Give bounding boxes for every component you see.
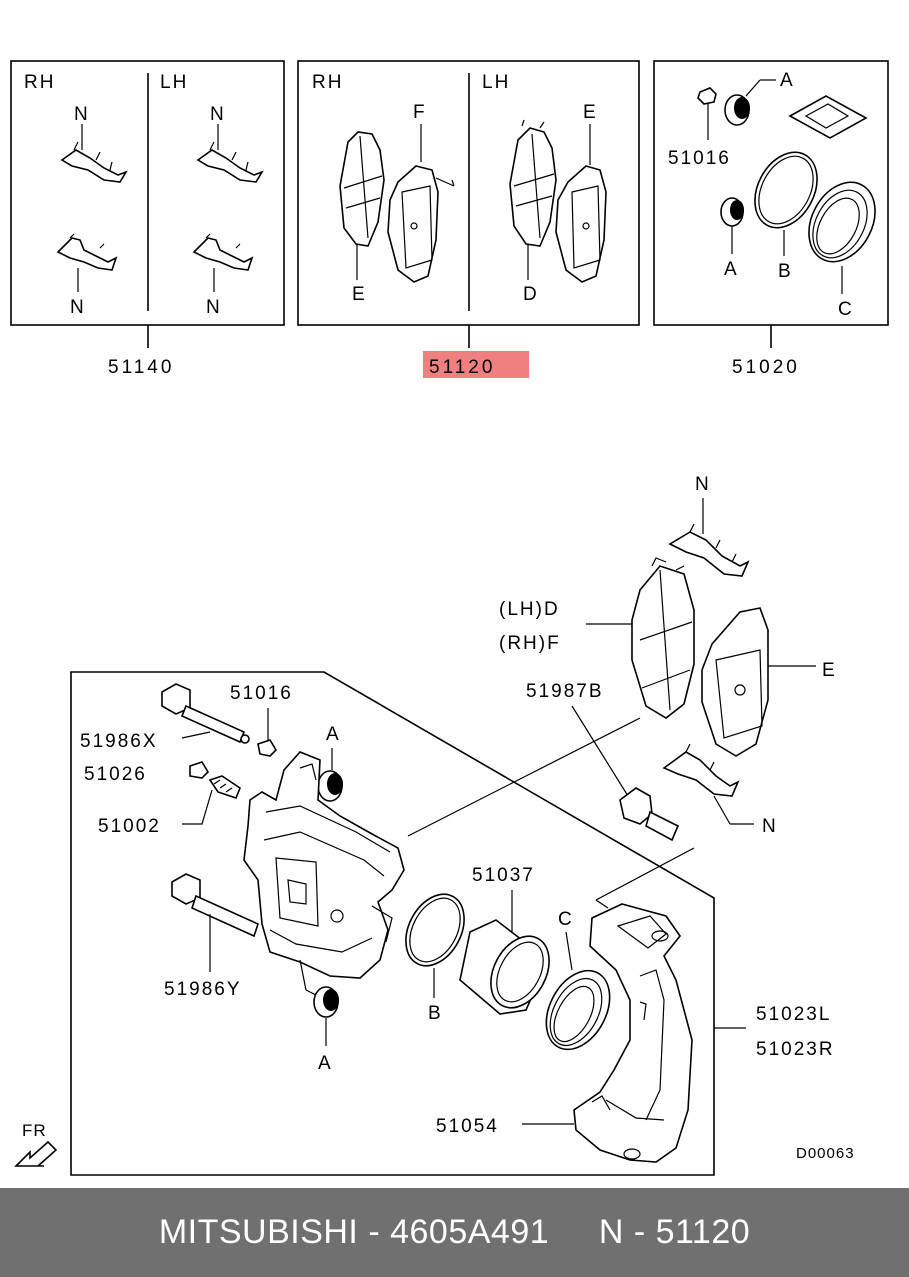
pads-box: RH LH F E E D [297, 60, 640, 378]
clips-box: RH LH N N N N 51140 [10, 60, 285, 378]
boot-a-label: A [318, 1053, 333, 1074]
brake-pad-shape [701, 607, 769, 757]
clip-n-label: N [762, 816, 778, 837]
clip-n-label: N [70, 297, 86, 318]
piston-seal-shape [754, 151, 818, 229]
seal-a-label: A [724, 259, 739, 280]
pad-clip-shape [662, 743, 740, 797]
clips-rh-label: RH [24, 72, 55, 93]
pad-clip-shape [192, 233, 254, 271]
boot-shape [313, 986, 339, 1018]
front-direction-label: FR [22, 1121, 47, 1140]
dust-boot-c-label: C [558, 909, 574, 930]
clips-lh-label: LH [160, 72, 188, 93]
pin-51986x-label: 51986X [80, 731, 158, 752]
guide-pin-shape [171, 873, 259, 938]
pad-e-label: E [822, 660, 837, 681]
caliper-exploded-view: N (LH)D (RH)F E 51987B [14, 474, 855, 1176]
caliper-support-shape [573, 903, 693, 1163]
part-info-footer: MITSUBISHI - 4605A491 N - 51120 [0, 1188, 909, 1277]
piston-51037-label: 51037 [472, 865, 535, 886]
seal-b-label: B [428, 1003, 443, 1024]
boot-shape [720, 197, 744, 227]
pad-e-label: E [583, 102, 598, 123]
bracket-51054-label: 51054 [436, 1116, 499, 1137]
seals-box: A 51016 A B [653, 60, 889, 378]
pad-e-label: E [352, 284, 367, 305]
pads-ref-number[interactable]: 51120 [429, 357, 495, 378]
pad-clip-shape [668, 523, 750, 577]
brake-pad-shape [339, 131, 385, 247]
piston-shape [459, 919, 550, 1015]
pad-f-label: F [413, 102, 427, 123]
boot-shape [317, 770, 343, 802]
selected-part-highlight [423, 351, 529, 378]
brake-pad-shape [387, 165, 455, 283]
dust-boot-shape [808, 181, 876, 263]
brake-pad-shape [631, 557, 695, 719]
cap-51026-label: 51026 [84, 764, 147, 785]
grease-packet-shape [788, 95, 868, 139]
diagram-code: D00063 [796, 1145, 855, 1162]
pad-clip-shape [56, 233, 118, 271]
seal-part-number: 51016 [668, 148, 731, 169]
bushing-51016-label: 51016 [230, 683, 293, 704]
clip-n-label: N [210, 104, 226, 125]
clip-n-label: N [206, 297, 222, 318]
brake-pad-shape [509, 119, 557, 247]
clip-n-label: N [74, 104, 90, 125]
bleeder-51002-label: 51002 [98, 816, 161, 837]
boot-a-label: A [326, 724, 341, 745]
pad-d-label: D [523, 284, 539, 305]
parts-diagram: RH LH N N N N 51140 RH [10, 60, 889, 1176]
pad-clip-shape [196, 141, 264, 183]
support-51023r-label: 51023R [756, 1039, 835, 1060]
clip-n-label: N [695, 474, 711, 495]
pads-lh-label: LH [482, 72, 510, 93]
seal-c-label: C [838, 299, 854, 320]
piston-seal-shape [405, 893, 465, 967]
guide-pin-shape [161, 683, 250, 744]
seal-b-label: B [778, 261, 793, 282]
front-arrow-icon [14, 1140, 58, 1167]
boot-shape [724, 94, 750, 126]
footer-text: MITSUBISHI - 4605A491 N - 51120 [158, 1213, 751, 1251]
guide-bolt-shape [619, 787, 680, 842]
bolt-51987b-label: 51987B [526, 681, 604, 702]
dust-boot-shape [545, 969, 611, 1051]
bleeder-cap-shape [189, 761, 210, 779]
bushing-shape [257, 739, 278, 757]
caliper-body-shape [243, 751, 405, 979]
pad-rh-f-label: (RH)F [499, 633, 561, 654]
support-51023l-label: 51023L [756, 1004, 831, 1025]
bushing-shape [697, 87, 717, 105]
bleeder-screw-shape [208, 775, 241, 799]
pads-rh-label: RH [312, 72, 343, 93]
pin-51986y-label: 51986Y [164, 979, 242, 1000]
pad-clip-shape [60, 141, 128, 183]
seals-ref-number: 51020 [732, 357, 800, 378]
seal-a-label: A [780, 70, 795, 91]
brake-pad-shape [555, 165, 607, 283]
clips-ref-number: 51140 [108, 357, 174, 378]
pad-lh-d-label: (LH)D [499, 599, 560, 620]
